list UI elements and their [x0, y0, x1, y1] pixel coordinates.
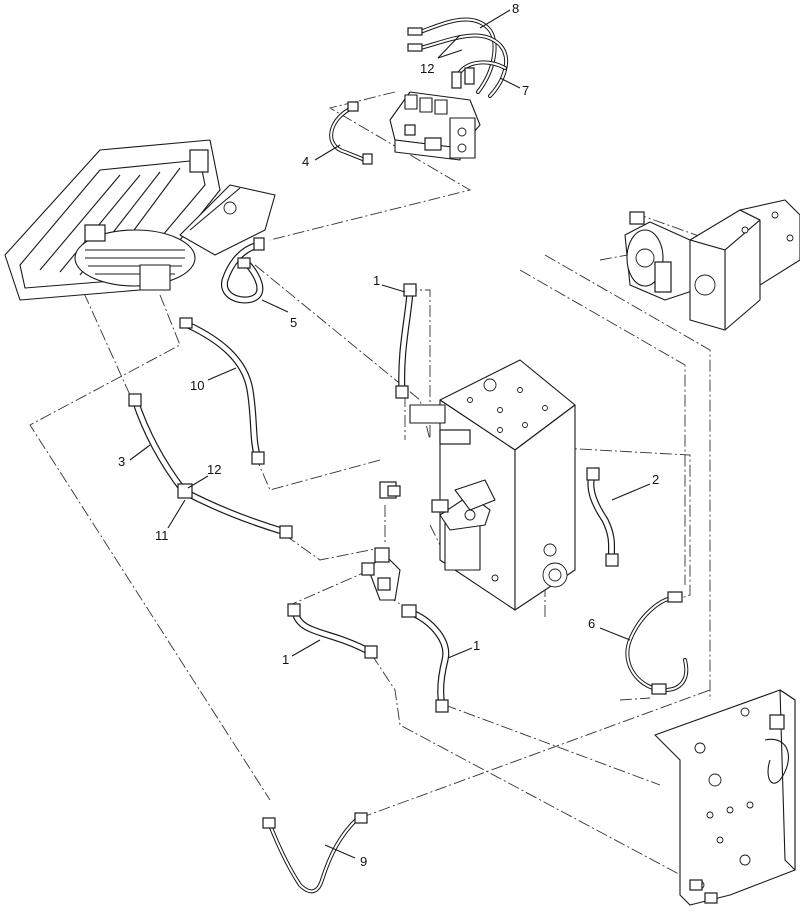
callout-12-mid: 12: [207, 462, 221, 477]
callout-1-lower-right: 1: [473, 638, 480, 653]
callout-5: 5: [290, 315, 297, 330]
callout-leaders: [129, 9, 651, 859]
callout-8: 8: [512, 1, 519, 16]
callout-4: 4: [302, 154, 309, 169]
hose-item-5: [221, 237, 265, 304]
hose-item-1-upper: [395, 283, 417, 399]
callout-9: 9: [360, 854, 367, 869]
callout-1-lower-left: 1: [282, 652, 289, 667]
tee-fittings: [361, 481, 401, 601]
top-hose-group: [407, 17, 509, 98]
frame-side-plate: [654, 689, 796, 906]
callout-3: 3: [118, 454, 125, 469]
hydraulic-pump-assembly: [624, 199, 800, 331]
hydraulic-tank: [409, 359, 576, 611]
return-filter: [431, 479, 496, 571]
callout-labels: 8 12 7 4 5 1 10 3 12 11 2 6 1 1 9: [118, 1, 659, 869]
callout-11: 11: [155, 528, 169, 543]
hose-item-10: [179, 317, 265, 465]
callout-12-top: 12: [420, 61, 434, 76]
callout-2: 2: [652, 472, 659, 487]
callout-6: 6: [588, 616, 595, 631]
hose-item-2: [586, 467, 619, 567]
hose-item-9: [262, 812, 368, 894]
callout-7: 7: [522, 83, 529, 98]
valve-block-assembly: [329, 91, 481, 165]
hose-items-3-11: [128, 393, 293, 539]
hose-items-1-lower: [287, 603, 450, 713]
callout-10: 10: [190, 378, 204, 393]
oil-cooler-assembly: [4, 139, 276, 301]
callout-1-upper: 1: [373, 273, 380, 288]
hose-item-6: [625, 591, 689, 695]
